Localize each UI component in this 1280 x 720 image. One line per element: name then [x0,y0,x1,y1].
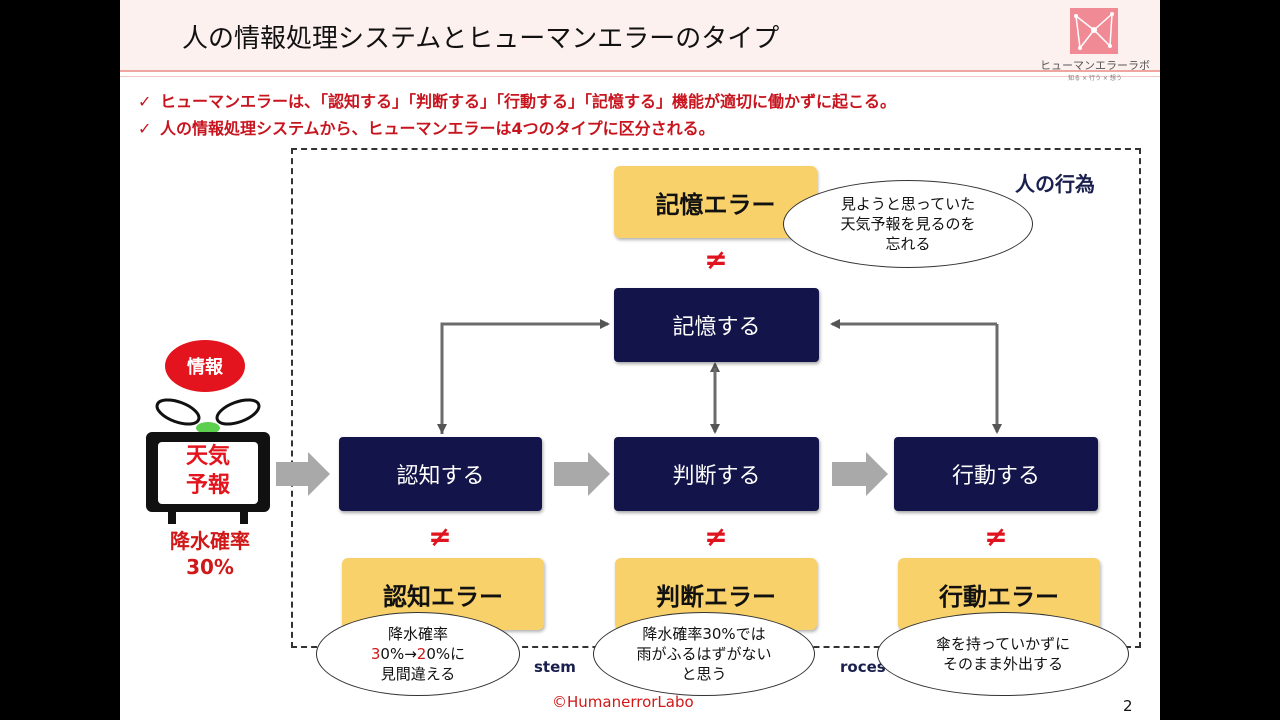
header-band [120,0,1160,70]
cognition-example-line2: 30%→20%に [370,644,466,663]
rain-probability: 降水確率 30% [160,528,260,580]
logo-icon [1070,8,1118,54]
arrow-cognition-judgment [554,452,610,496]
connector-arrows [276,319,1002,496]
bullet-item: ✓ ヒューマンエラーは、「認知する」「判断する」「行動する」「記憶する」機能が適切… [138,88,896,112]
not-equal-icon: ≠ [704,243,728,276]
tv-line1: 天気 [185,444,230,469]
hidden-caption-left: stem [534,658,576,676]
tv-icon [146,398,270,524]
judgment-node: 判断する [614,437,819,511]
frame-label: 人の行為 [1015,172,1095,196]
header-divider [120,70,1160,72]
memory-node: 記憶する [614,288,819,362]
tv-line2: 予報 [185,472,230,498]
arrow-cognition-memory [440,319,610,434]
not-equal-icon: ≠ [984,520,1008,553]
arrow-info-cognition [276,452,330,496]
slide-title: 人の情報処理システムとヒューマンエラーのタイプ [182,24,780,54]
cognition-node: 認知する [339,437,542,511]
memory-example-bubble: 見ようと思っていた 天気予報を見るのを 忘れる [783,180,1033,268]
bullet-text: 人の情報処理システムから、ヒューマンエラーは4つのタイプに区分される。 [160,119,715,138]
rain-label: 降水確率 [170,529,250,553]
logo-name: ヒューマンエラーラボ [1040,59,1150,72]
tv-screen-text: 天気 予報 [158,443,258,500]
check-icon: ✓ [138,92,152,111]
info-badge: 情報 [165,340,245,392]
judgment-example-bubble: 降水確率30%では 雨がふるはずがない と思う [593,612,815,696]
check-icon: ✓ [138,119,152,138]
header-divider-thin [120,76,1160,77]
cognition-example-bubble: 降水確率 30%→20%に 見間違える [316,612,520,696]
action-node: 行動する [894,437,1098,511]
bullet-item: ✓ 人の情報処理システムから、ヒューマンエラーは4つのタイプに区分される。 [138,115,715,139]
logo-tagline: 知る × 行う × 想う [1068,75,1122,82]
arrow-judgment-action [832,452,888,496]
not-equal-icon: ≠ [428,520,452,553]
action-example-bubble: 傘を持っていかずに そのまま外出する [877,612,1129,696]
slide: 人の情報処理システムとヒューマンエラーのタイプ ヒューマンエラーラボ 知る × … [120,0,1160,720]
copyright: ©HumanerrorLabo [552,693,694,711]
rain-value: 30% [186,555,234,579]
hidden-caption-right: roces [840,658,886,676]
page-number: 2 [1123,697,1133,715]
bullet-text: ヒューマンエラーは、「認知する」「判断する」「行動する」「記憶する」機能が適切に… [160,92,897,111]
cognition-example-line1: 降水確率 [387,624,448,643]
cognition-example-line3: 見間違える [380,665,456,684]
not-equal-icon: ≠ [704,520,728,553]
